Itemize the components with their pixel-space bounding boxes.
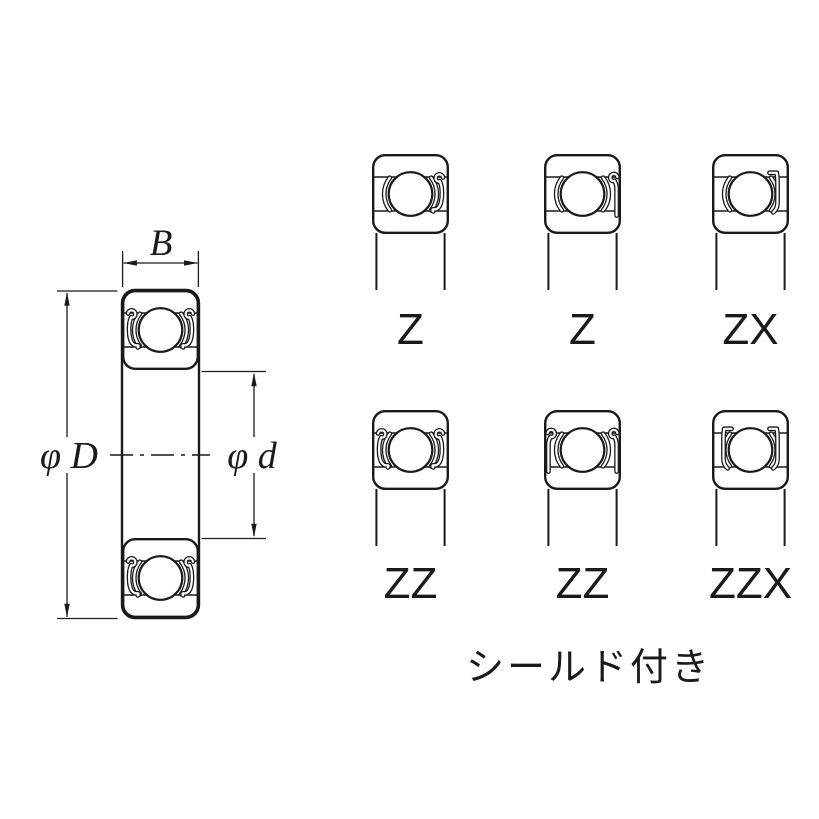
main-bearing-cross-section: B φ D φ d: [40, 223, 280, 620]
dimension-bore-diameter: φ d: [201, 370, 280, 540]
outer-diameter-label: φ D: [40, 435, 98, 477]
variant-label-z-2: Z: [569, 305, 596, 354]
variant-zz-1: [373, 411, 448, 546]
variant-zzx: [713, 411, 788, 546]
variant-zx: [713, 155, 788, 290]
variant-zz-2: [545, 411, 620, 546]
diagram-caption: シールド付き: [466, 647, 712, 689]
variant-label-zz-1: ZZ: [384, 559, 438, 608]
variant-label-zz-2: ZZ: [556, 559, 610, 608]
dimension-width-B: B: [121, 223, 200, 287]
variant-label-zzx: ZZX: [709, 559, 792, 608]
variant-z-2: [545, 155, 620, 290]
dimension-outer-diameter: φ D: [40, 290, 118, 620]
width-label: B: [150, 223, 173, 264]
variant-z-1: [373, 155, 448, 290]
variant-label-z-1: Z: [397, 305, 424, 354]
variant-label-zx: ZX: [722, 305, 778, 354]
bore-diameter-label: φ d: [227, 435, 278, 477]
